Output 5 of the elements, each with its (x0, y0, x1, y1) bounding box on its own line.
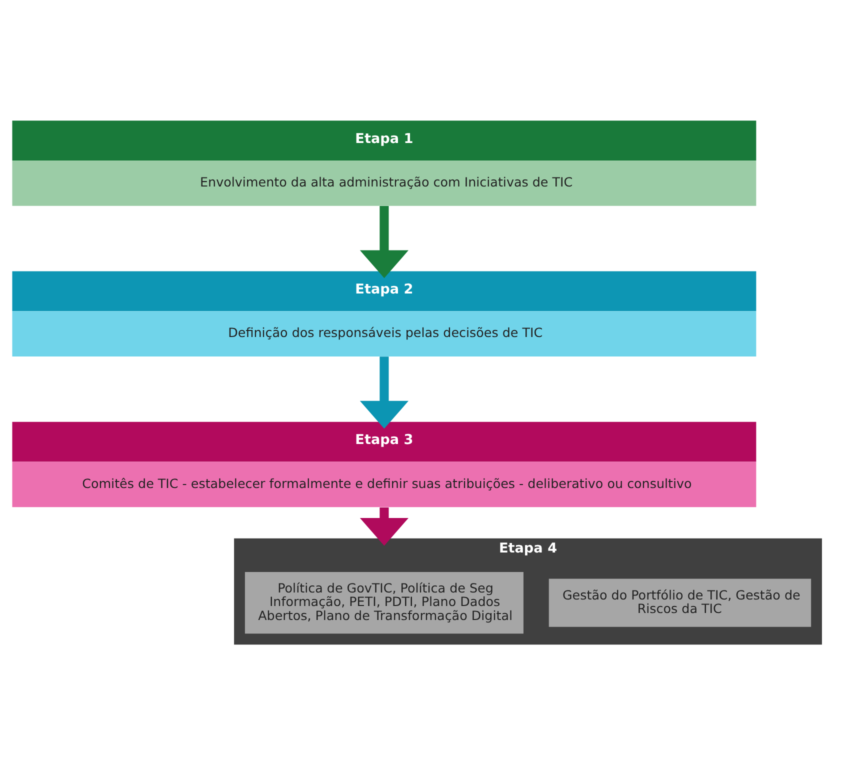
arrow (360, 507, 408, 546)
arrow (360, 356, 408, 429)
node-box: Política de GovTIC, Política de Seg Informação, PETI, PDTI, Plano Dados Abertos, Plano de Transformação Digital (244, 572, 524, 634)
node-box: Gestão do Portfólio de TIC, Gestão de Riscos da TIC (548, 578, 812, 627)
arrow (360, 206, 408, 278)
